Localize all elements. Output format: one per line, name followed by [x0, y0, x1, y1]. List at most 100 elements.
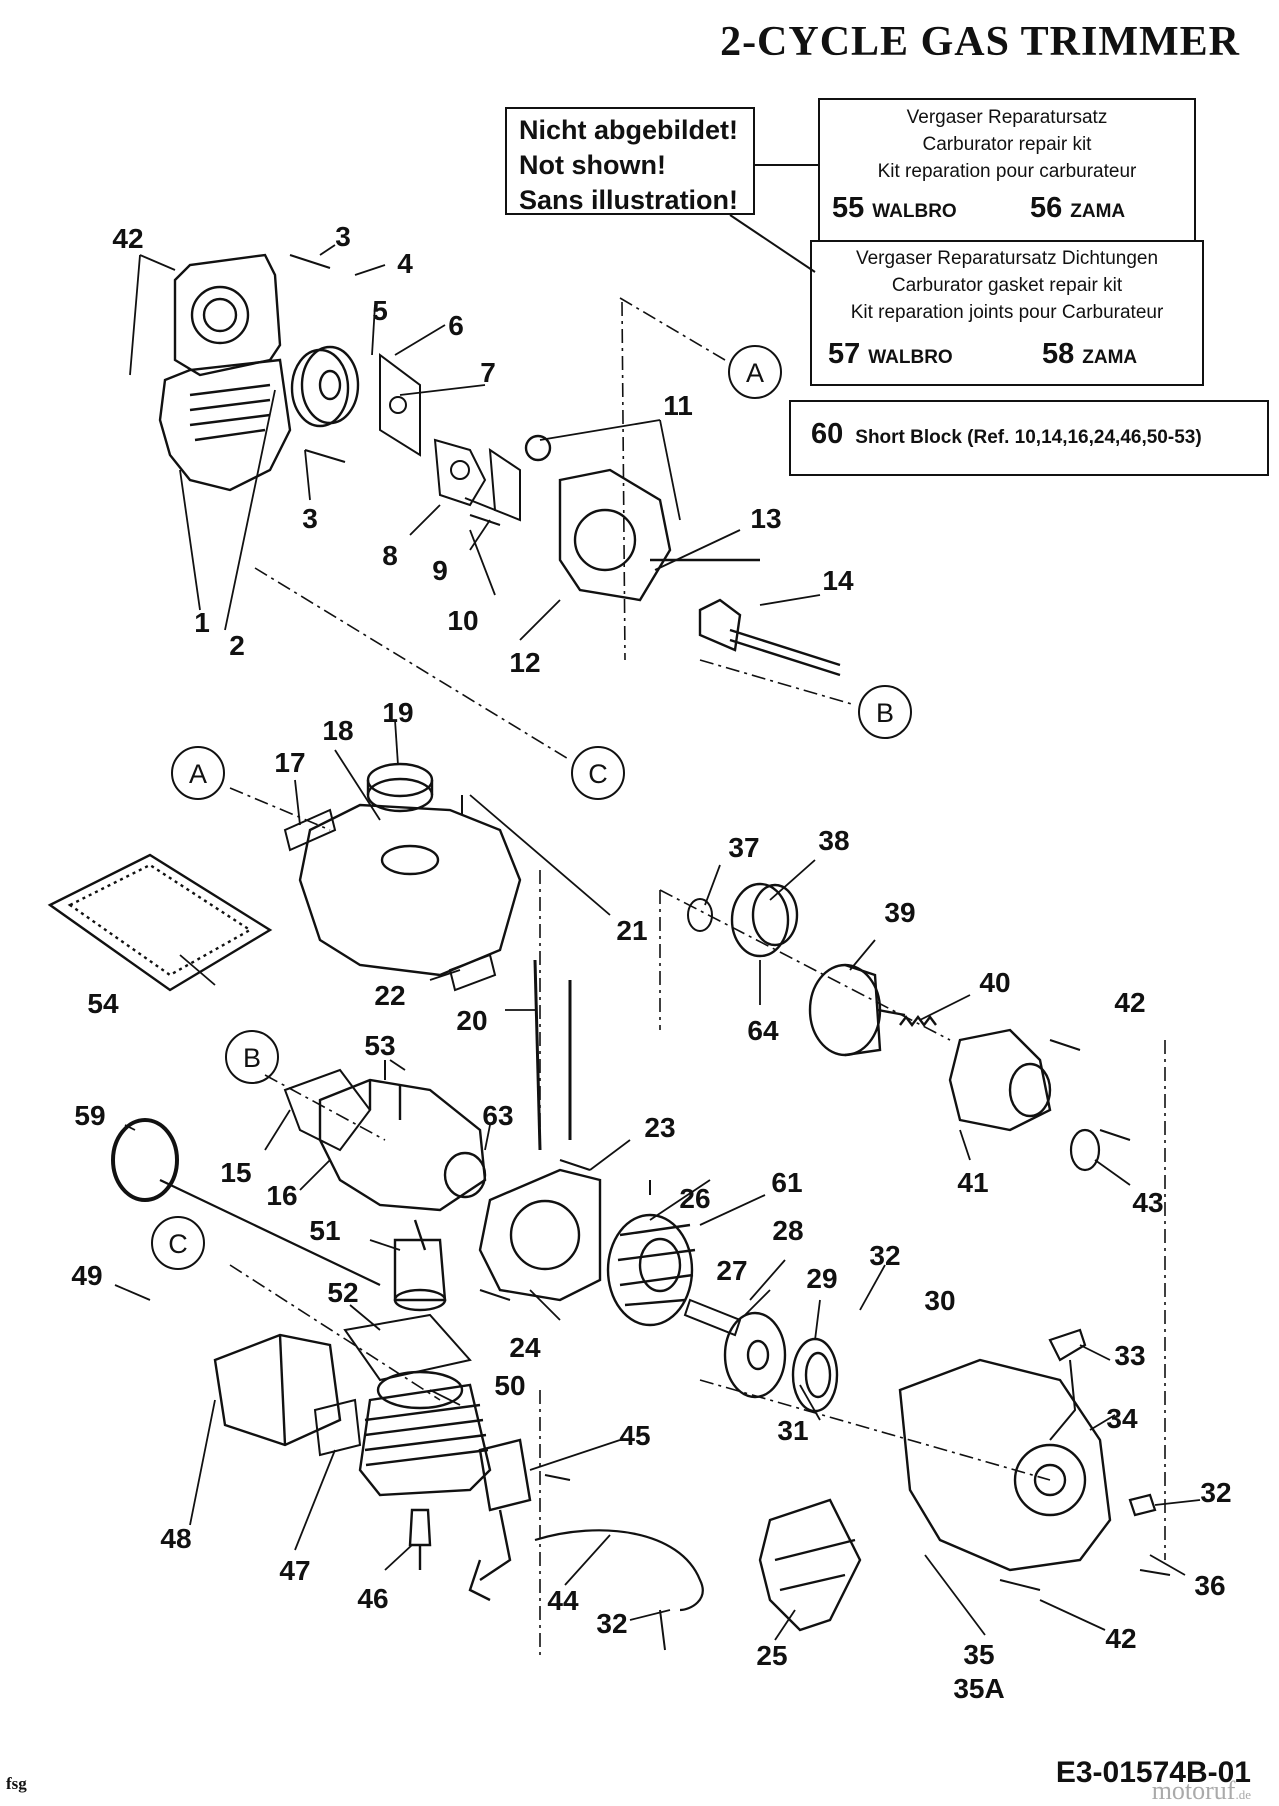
not-shown-de: Nicht abgebildet!: [519, 115, 739, 145]
drive-shaft: [698, 598, 841, 677]
brand-watermark: motoruf.de: [1151, 1776, 1251, 1805]
callout-label: 59: [74, 1100, 105, 1131]
recoil-spring: [791, 1337, 839, 1413]
screws: [289, 254, 1171, 1651]
gasket-repair-kit-box: Vergaser Reparatursatz Dichtungen Carbur…: [810, 240, 1204, 386]
gasket-kit-title-de: Vergaser Reparatursatz Dichtungen: [855, 248, 1159, 269]
callout-label: 50: [494, 1370, 525, 1401]
tank-strap: [448, 953, 497, 992]
carb-kit-title-en: Carburator repair kit: [922, 134, 1092, 155]
diagram-code: E3-01574B-01: [1055, 1756, 1251, 1789]
starter-handle: [1048, 1328, 1087, 1362]
flywheel: [606, 1213, 696, 1327]
callout-label: 49: [71, 1260, 102, 1291]
crankcase-gasket: [283, 1068, 372, 1152]
ref-circle-label: C: [588, 759, 608, 789]
fuel-line: [533, 959, 542, 1151]
callout-label: 39: [884, 897, 915, 928]
callout-label: 45: [619, 1420, 650, 1451]
callout-label: 37: [728, 832, 759, 863]
carb-kit-title-de: Vergaser Reparatursatz: [906, 107, 1108, 128]
callout-label: 31: [777, 1415, 808, 1446]
cylinder: [358, 1370, 492, 1497]
callout-label: 36: [1194, 1570, 1225, 1601]
callout-label: 42: [1114, 987, 1145, 1018]
carb-kit-title-fr: Kit reparation pour carburateur: [877, 161, 1137, 182]
shaft-27: [683, 1298, 742, 1337]
spark-plug: [408, 1508, 432, 1570]
callout-label: 32: [596, 1608, 627, 1639]
clutch-drum: [808, 963, 906, 1057]
callout-label: 41: [957, 1167, 988, 1198]
callout-label: 42: [112, 223, 143, 254]
callout-label: 38: [818, 825, 849, 856]
callout-label: 63: [482, 1100, 513, 1131]
cylinder-gasket: [343, 1313, 472, 1382]
callout-label: 14: [822, 565, 854, 596]
ref-circles: [151, 345, 912, 1270]
fan-housing: [478, 1168, 602, 1302]
callout-label: 1: [194, 607, 210, 638]
not-shown-box: Nicht abgebildet! Not shown! Sans illust…: [505, 107, 755, 215]
callout-label: 24: [509, 1332, 541, 1363]
piston: [393, 1219, 447, 1312]
leader-lines: [114, 244, 1201, 1641]
ignition-wire: [534, 1529, 704, 1612]
not-shown-en: Not shown!: [519, 150, 666, 180]
callout-label: 34: [1106, 1403, 1138, 1434]
air-filter-base: [524, 434, 760, 602]
ref-circle-label: B: [243, 1043, 261, 1073]
callout-label: 20: [456, 1005, 487, 1036]
callout-label: 51: [309, 1215, 340, 1246]
callout-label: 3: [335, 221, 351, 252]
callout-label: 15: [220, 1157, 251, 1188]
muffler: [213, 1333, 342, 1447]
callout-label: 8: [382, 540, 398, 571]
callout-label: 35A: [953, 1673, 1004, 1704]
ref-circle-label: C: [168, 1229, 188, 1259]
not-shown-fr: Sans illustration!: [519, 185, 739, 215]
callout-label: 64: [747, 1015, 779, 1046]
carburetor-repair-kit-box: Vergaser Reparatursatz Carburator repair…: [818, 98, 1196, 242]
ignition-coil: [468, 1438, 532, 1602]
callout-label: 42: [1105, 1623, 1136, 1654]
clutch-shoe: [730, 882, 799, 958]
tank-bracket: [283, 808, 337, 852]
callout-label: 16: [266, 1180, 297, 1211]
callout-label: 33: [1114, 1340, 1145, 1371]
starter-housing: [898, 1358, 1112, 1572]
callout-label: 19: [382, 697, 413, 728]
callout-label: 18: [322, 715, 353, 746]
callout-label: 44: [547, 1585, 579, 1616]
callout-label: 25: [756, 1640, 787, 1671]
callout-label: 13: [750, 503, 781, 534]
gasket-kit-title-fr: Kit reparation joints pour Carburateur: [850, 302, 1164, 323]
callout-label: 53: [364, 1030, 395, 1061]
callout-label: 27: [716, 1255, 747, 1286]
filter-ring: [290, 345, 360, 428]
callout-label: 46: [357, 1583, 388, 1614]
washer-37: [687, 898, 713, 932]
handle-bracket: [758, 1498, 862, 1632]
callout-label: 52: [327, 1277, 358, 1308]
callout-label: 17: [274, 747, 305, 778]
bracket-43: [1069, 1128, 1101, 1172]
callout-label: 5: [372, 295, 388, 326]
knob-32: [1128, 1493, 1157, 1517]
callout-label: 3: [302, 503, 318, 534]
air-filter-screen: [47, 853, 273, 992]
callout-label: 40: [979, 967, 1010, 998]
callout-label: 9: [432, 555, 448, 586]
callout-label: 10: [447, 605, 478, 636]
callout-label: 21: [616, 915, 647, 946]
callout-label: 22: [374, 980, 405, 1011]
gasket-kit-title-en: Carburator gasket repair kit: [891, 275, 1123, 296]
callout-label: 43: [1132, 1187, 1163, 1218]
starter-pulley: [723, 1311, 787, 1399]
